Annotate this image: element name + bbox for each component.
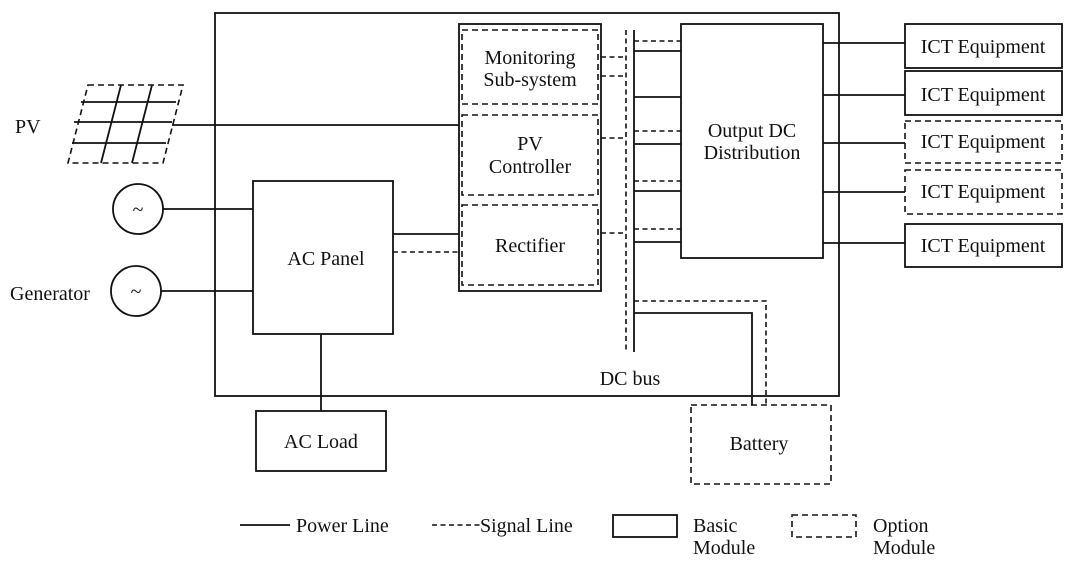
- ac-source-top-symbol: ~: [133, 199, 144, 221]
- generator-symbol: ~: [131, 281, 142, 303]
- pv-controller-label-2: Controller: [489, 156, 572, 178]
- system-enclosure: [214, 12, 840, 397]
- pv-controller-label-1: PV: [517, 133, 543, 155]
- ict-equipment-5: ICT Equipment: [904, 223, 1063, 268]
- dc-bus-label: DC bus: [600, 368, 661, 390]
- pv-panel: [66, 84, 185, 164]
- generator-source: ~: [110, 265, 162, 317]
- legend-option-swatch: [791, 514, 857, 538]
- output-dc-label-2: Distribution: [704, 142, 801, 164]
- modules-outer-box: [458, 23, 602, 292]
- legend-basic-swatch: [612, 514, 678, 538]
- monitoring-box: [461, 29, 599, 105]
- ict-equipment-2: ICT Equipment: [904, 70, 1063, 116]
- monitoring-label-2: Sub-system: [483, 69, 577, 91]
- battery-label: Battery: [730, 433, 789, 455]
- ac-panel-box: [252, 180, 394, 335]
- generator-label: Generator: [10, 283, 90, 305]
- legend-option-label-1: Option: [873, 515, 929, 537]
- legend-basic-label-1: Basic: [693, 515, 738, 537]
- ict-equipment-2-label: ICT Equipment: [921, 84, 1046, 106]
- ac-load-box: [255, 410, 387, 472]
- ict-equipment-3-label: ICT Equipment: [921, 131, 1046, 153]
- ac-source-top: ~: [112, 183, 164, 235]
- rectifier-box: [461, 204, 599, 286]
- ict-equipment-1: ICT Equipment: [904, 23, 1063, 69]
- ict-equipment-4-label: ICT Equipment: [921, 181, 1046, 203]
- legend: Power Line Signal Line Basic Module Opti…: [240, 514, 935, 559]
- ict-equipment-3: ICT Equipment: [904, 120, 1063, 164]
- legend-option-label-2: Module: [873, 537, 935, 559]
- monitoring-label-1: Monitoring: [484, 47, 575, 69]
- pv-label: PV: [15, 116, 41, 138]
- output-dc-label-1: Output DC: [708, 120, 796, 142]
- legend-signal-line-label: Signal Line: [480, 515, 573, 537]
- ict-equipment-5-label: ICT Equipment: [921, 235, 1046, 257]
- ict-equipment-1-label: ICT Equipment: [921, 36, 1046, 58]
- legend-basic-label-2: Module: [693, 537, 755, 559]
- rectifier-label: Rectifier: [495, 235, 565, 257]
- ac-panel-label: AC Panel: [287, 248, 365, 270]
- ac-load-label: AC Load: [284, 431, 358, 453]
- battery-box: [690, 404, 832, 485]
- legend-power-line-label: Power Line: [296, 515, 389, 537]
- output-dc-distribution-box: [680, 23, 824, 259]
- ict-equipment-4: ICT Equipment: [904, 169, 1063, 215]
- pv-controller-box: [461, 114, 599, 196]
